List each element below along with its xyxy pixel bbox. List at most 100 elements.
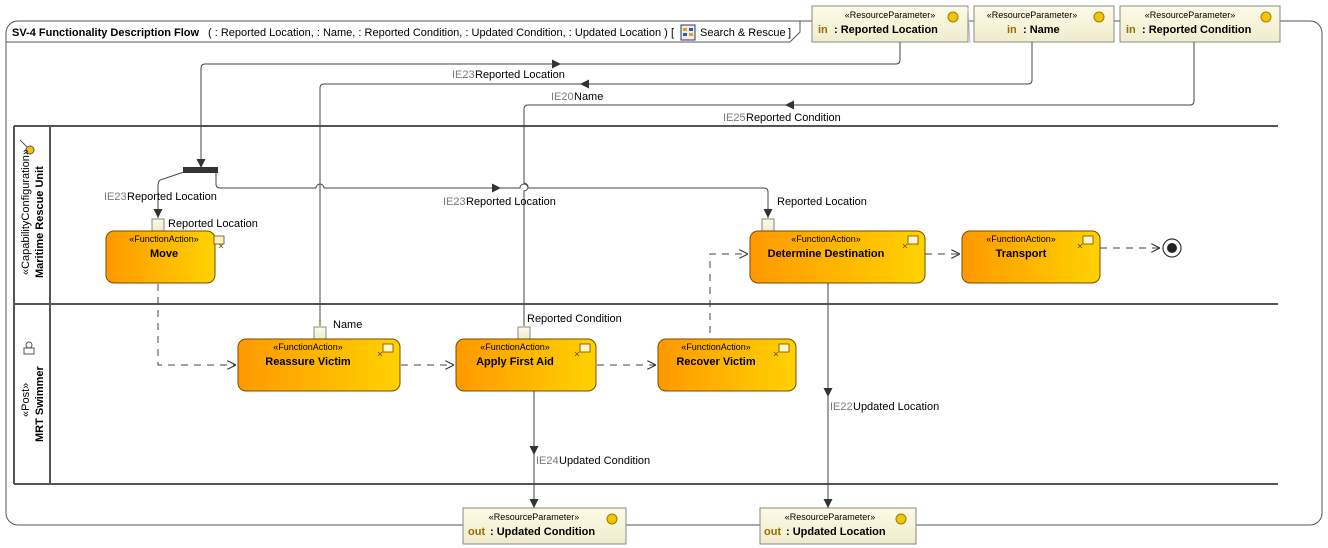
- lane-1-stereotype: «CapabilityConfiguration»: [20, 149, 32, 275]
- param-stereotype: «ResourceParameter»: [845, 10, 936, 20]
- fork-node[interactable]: [183, 167, 218, 173]
- function-link-icon: [574, 351, 580, 357]
- action-name: Transport: [996, 248, 1047, 260]
- action-apply-first-aid[interactable]: «FunctionAction» Apply First Aid: [455, 338, 597, 392]
- flow-label-ie20-id: IE20: [551, 91, 574, 103]
- action-name: Move: [150, 248, 178, 260]
- flow-label-ie23-top-name: Reported Location: [475, 69, 565, 81]
- param-name: : Reported Condition: [1142, 24, 1252, 36]
- param-stereotype: «ResourceParameter»: [987, 10, 1078, 20]
- flow-label-ie23-mid-id: IE23: [443, 196, 466, 208]
- flow-label-ie24-id: IE24: [536, 455, 559, 467]
- activity-final-node[interactable]: [1162, 238, 1182, 258]
- lane-2-stereotype: «Post»: [20, 383, 32, 417]
- frame-title-kind: SV-4 Functionality Description Flow: [12, 27, 199, 39]
- function-link-icon: [773, 351, 779, 357]
- param-name: : Reported Location: [834, 24, 938, 36]
- flow-fork-determine[interactable]: [215, 172, 773, 218]
- pin-label-determine: Reported Location: [777, 196, 867, 208]
- frame-params: ( : Reported Location, : Name, : Reporte…: [208, 27, 668, 39]
- param-icon: [895, 513, 907, 525]
- pin-first-aid[interactable]: [517, 326, 531, 340]
- param-dir: out: [468, 526, 485, 538]
- action-determine-destination[interactable]: «FunctionAction» Determine Destination: [749, 230, 926, 284]
- param-icon: [606, 513, 618, 525]
- lane-header-mrt-swimmer: «Post» MRT Swimmer: [20, 341, 46, 442]
- param-in-name[interactable]: «ResourceParameter» in : Name: [973, 5, 1115, 43]
- action-stereotype: «FunctionAction»: [480, 342, 550, 352]
- flow-label-ie23-top-id: IE23: [452, 69, 475, 81]
- control-flows: [157, 248, 1160, 365]
- param-stereotype: «ResourceParameter»: [1145, 10, 1236, 20]
- flow-label-ie22-name: Updated Location: [853, 401, 939, 413]
- flow-in-reported-location[interactable]: [196, 42, 901, 168]
- param-dir: out: [764, 526, 781, 538]
- function-icon: [382, 343, 394, 353]
- param-dir: in: [818, 24, 828, 36]
- pin-labels: Reported Location Reported Location Name…: [168, 196, 867, 331]
- action-stereotype: «FunctionAction»: [681, 342, 751, 352]
- action-name: Recover Victim: [676, 356, 756, 368]
- capability-configuration-icon: [19, 139, 35, 155]
- diagram-icon: [680, 24, 696, 41]
- lane-2-name: MRT Swimmer: [34, 365, 46, 442]
- param-in-reported-condition[interactable]: «ResourceParameter» in : Reported Condit…: [1119, 5, 1281, 43]
- action-reassure-victim[interactable]: «FunctionAction» Reassure Victim: [237, 338, 401, 392]
- diagram-frame: [5, 20, 1323, 526]
- flow-move-reassure[interactable]: [157, 284, 236, 365]
- param-out-updated-condition[interactable]: «ResourceParameter» out : Updated Condit…: [462, 507, 627, 545]
- param-icon: [1260, 11, 1272, 23]
- function-icon: [579, 343, 591, 353]
- function-link-icon: [1077, 243, 1083, 249]
- flow-in-name[interactable]: [319, 42, 1033, 326]
- frame-owner: Search & Rescue: [700, 27, 786, 39]
- flow-labels: IE23 Reported Location IE20 Name IE25 Re…: [104, 69, 939, 467]
- param-in-reported-location[interactable]: «ResourceParameter» in : Reported Locati…: [811, 5, 971, 44]
- function-link-icon: [377, 351, 383, 357]
- flow-label-ie24-name: Updated Condition: [559, 455, 650, 467]
- action-recover-victim[interactable]: «FunctionAction» Recover Victim: [657, 338, 797, 392]
- flow-recover-determine[interactable]: [709, 254, 748, 333]
- lane-1-name: Maritime Rescue Unit: [34, 166, 46, 278]
- pin-label-reassure: Name: [333, 319, 362, 331]
- flow-label-ie22-id: IE22: [830, 401, 853, 413]
- lane-header-maritime-rescue-unit: «CapabilityConfiguration» Maritime Rescu…: [19, 139, 46, 278]
- param-name: : Updated Location: [786, 526, 886, 538]
- param-stereotype: «ResourceParameter»: [785, 512, 876, 522]
- pin-reassure[interactable]: [313, 326, 327, 340]
- frame-bracket-open: [: [671, 27, 674, 39]
- title-tab: [6, 21, 801, 43]
- action-move[interactable]: «FunctionAction» Move: [105, 230, 225, 284]
- swimlanes: [13, 125, 1278, 485]
- action-stereotype: «FunctionAction»: [129, 234, 199, 244]
- action-stereotype: «FunctionAction»: [273, 342, 343, 352]
- param-stereotype: «ResourceParameter»: [489, 512, 580, 522]
- action-name: Reassure Victim: [265, 356, 351, 368]
- action-name: Apply First Aid: [476, 356, 554, 368]
- action-name: Determine Destination: [768, 248, 885, 260]
- frame-bracket-close: ]: [788, 27, 791, 39]
- pin-determine[interactable]: [761, 218, 775, 232]
- flow-label-ie23-mid-name: Reported Location: [466, 196, 556, 208]
- pin-label-first-aid: Reported Condition: [527, 313, 622, 325]
- param-dir: in: [1126, 24, 1136, 36]
- pin-label-move: Reported Location: [168, 218, 258, 230]
- flow-fork-move[interactable]: [153, 171, 185, 218]
- function-link-icon: [218, 243, 224, 249]
- function-icon: [778, 343, 790, 353]
- param-out-updated-location[interactable]: «ResourceParameter» out : Updated Locati…: [759, 507, 917, 545]
- action-transport[interactable]: «FunctionAction» Transport: [961, 230, 1101, 284]
- flow-label-ie23-move-id: IE23: [104, 191, 127, 203]
- function-icon: [1082, 235, 1094, 245]
- flow-label-ie20-name: Name: [574, 91, 603, 103]
- param-icon: [1093, 11, 1105, 23]
- param-name: : Name: [1023, 24, 1060, 36]
- param-icon: [947, 11, 959, 23]
- function-link-icon: [902, 243, 908, 249]
- flow-label-ie25-name: Reported Condition: [746, 112, 841, 124]
- flow-label-ie25-id: IE25: [723, 112, 746, 124]
- action-stereotype: «FunctionAction»: [791, 234, 861, 244]
- action-stereotype: «FunctionAction»: [986, 234, 1056, 244]
- pin-move[interactable]: [151, 218, 165, 232]
